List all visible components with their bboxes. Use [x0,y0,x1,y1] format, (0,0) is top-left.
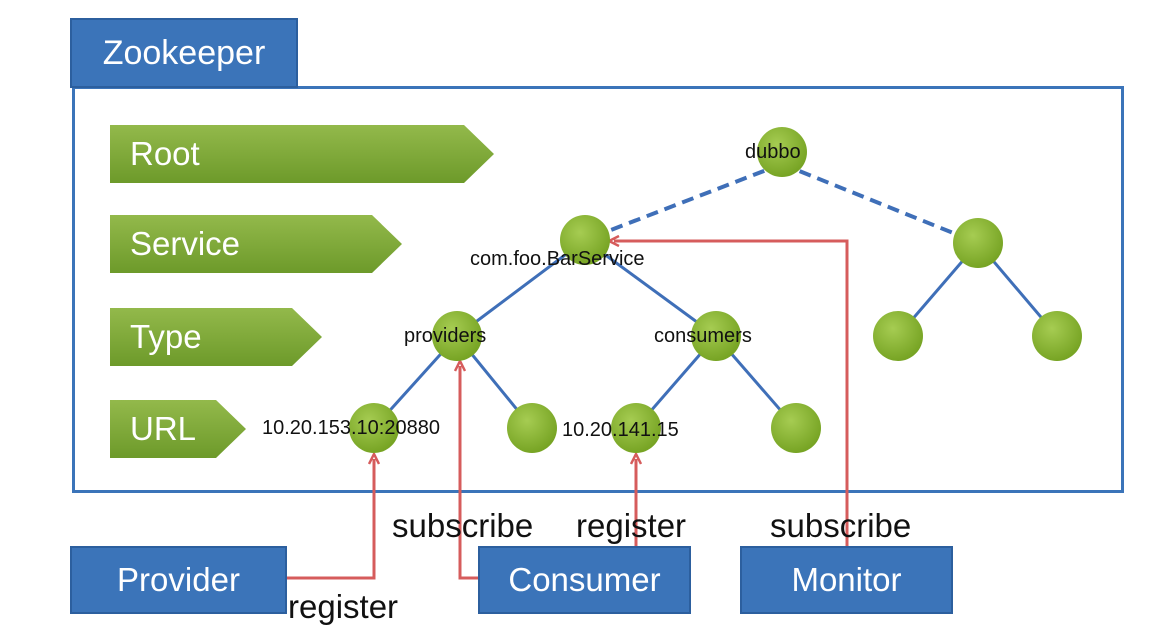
level-url: URL [110,400,246,458]
level-type: Type [110,308,322,366]
label-consumer-register: register [576,507,687,544]
label-consumer-url: 10.20.141.15 [562,419,679,441]
consumer-box: Consumer [478,546,691,614]
node-dubbo [757,127,807,177]
edge-dubbo-service [584,162,783,242]
arrow-provider-register [287,459,374,580]
label-providers: providers [404,325,487,347]
label-consumers: consumers [654,325,752,347]
node-provider-url2 [507,403,557,453]
level-service: Service [110,215,402,273]
label-service: com.foo.BarService [470,248,645,270]
label-consumer-subscribe: subscribe [392,507,534,544]
edge-service-providers [456,238,586,338]
node-consumer-url [611,403,661,453]
label-dubbo: dubbo [745,141,801,163]
node-service [560,215,610,265]
node-provider-url [349,403,399,453]
arrow-monitor-subscribe [614,241,849,546]
level-root: Root [110,125,494,183]
zookeeper-frame [72,86,1124,493]
edge-service-consumers [584,238,717,338]
zookeeper-title: Zookeeper [70,18,298,88]
node-service-2 [953,218,1003,268]
edge-dubbo-service2 [781,162,979,245]
node-service2-child1 [873,311,923,361]
label-provider-url: 10.20.153.10:20880 [262,417,440,439]
node-service2-child2 [1032,311,1082,361]
label-provider-register: register [288,588,399,625]
monitor-box: Monitor [740,546,953,614]
node-consumer-url2 [771,403,821,453]
provider-box: Provider [70,546,287,614]
arrow-consumer-subscribe [460,366,478,580]
node-consumers [691,311,741,361]
node-providers [432,311,482,361]
label-monitor-subscribe: subscribe [770,507,912,544]
